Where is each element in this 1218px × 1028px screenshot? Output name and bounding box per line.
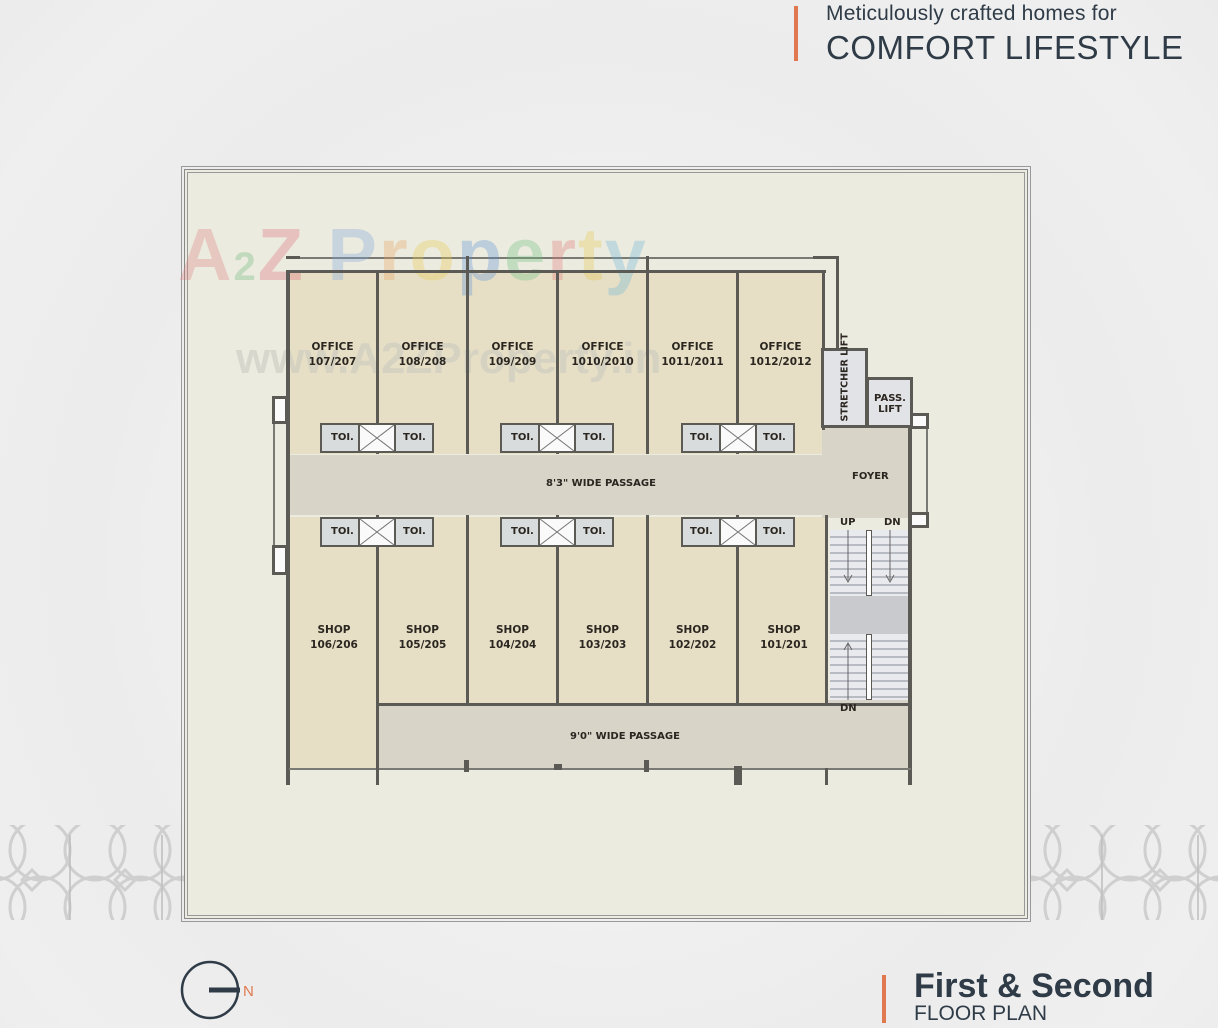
side-column — [272, 545, 288, 575]
shop-room[interactable] — [289, 517, 376, 769]
decorative-pattern-left — [0, 825, 184, 920]
shop-room[interactable] — [739, 517, 826, 704]
accent-bar — [794, 6, 798, 61]
side-column — [909, 512, 929, 528]
wall — [273, 424, 275, 545]
stair-arrow-icon — [843, 530, 853, 584]
partition-wall — [376, 272, 379, 454]
partition-wall — [556, 515, 559, 705]
tagline-headline: COMFORT LIFESTYLE — [826, 29, 1184, 66]
shaft-duct — [719, 517, 757, 547]
toilet[interactable]: TOI. — [500, 517, 540, 547]
foyer-label: FOYER — [852, 471, 889, 482]
side-column — [272, 396, 288, 424]
upper-passage[interactable] — [289, 455, 911, 515]
lower-passage[interactable] — [379, 705, 911, 769]
partition-wall — [646, 515, 649, 705]
stair-handrail — [866, 634, 872, 700]
shop-room[interactable] — [649, 517, 736, 704]
shop-room[interactable] — [559, 517, 646, 704]
partition-wall — [466, 256, 469, 454]
wall — [926, 429, 928, 512]
stair-up-label: UP — [840, 517, 856, 528]
toilet[interactable]: TOI. — [755, 517, 795, 547]
staircase-landing — [830, 596, 908, 634]
wall — [289, 768, 911, 770]
floor-plan-title: First & Second — [914, 967, 1154, 1005]
partition-wall — [466, 515, 469, 705]
column — [554, 764, 562, 770]
partition-wall — [646, 256, 649, 454]
wall — [825, 515, 828, 705]
column — [734, 766, 742, 785]
corner-column — [286, 256, 300, 259]
toilet[interactable]: TOI. — [681, 517, 721, 547]
shaft-duct — [538, 423, 576, 453]
passenger-lift-label: PASS.LIFT — [874, 393, 906, 415]
wall — [376, 703, 911, 706]
watermark-url: www.A2ZProperty.in — [236, 334, 662, 383]
shaft-duct — [358, 423, 396, 453]
stair-arrow-icon — [843, 641, 853, 700]
wall — [376, 515, 379, 785]
wall — [286, 270, 826, 273]
wall — [908, 415, 912, 785]
stair-arrow-icon — [885, 530, 895, 584]
watermark-brand: A2Z Property — [178, 213, 648, 296]
toilet[interactable]: TOI. — [500, 423, 540, 453]
foyer[interactable] — [822, 428, 911, 518]
wall — [286, 270, 290, 785]
shaft-duct — [358, 517, 396, 547]
toilet[interactable]: TOI. — [320, 423, 360, 453]
toilet[interactable]: TOI. — [320, 517, 360, 547]
column — [464, 760, 469, 772]
toilet[interactable]: TOI. — [394, 423, 434, 453]
floor-plan-subtitle: FLOOR PLAN — [914, 1002, 1048, 1025]
stretcher-lift[interactable]: STRETCHER LIFT — [821, 333, 868, 428]
toilet[interactable]: TOI. — [681, 423, 721, 453]
wall — [813, 256, 839, 259]
stretcher-lift-label: STRETCHER LIFT — [839, 333, 851, 422]
toilet[interactable]: TOI. — [394, 517, 434, 547]
wall — [825, 768, 828, 785]
decorative-pattern-right — [1030, 825, 1218, 920]
column — [644, 760, 649, 772]
shaft-duct — [719, 423, 757, 453]
partition-wall — [736, 272, 739, 454]
partition-wall — [556, 272, 559, 454]
shop-room[interactable] — [469, 517, 556, 704]
north-label: N — [243, 983, 254, 1000]
stair-handrail — [866, 530, 872, 596]
toilet[interactable]: TOI. — [755, 423, 795, 453]
partition-wall — [736, 515, 739, 705]
toilet[interactable]: TOI. — [574, 423, 614, 453]
stair-down-label: DN — [884, 517, 901, 528]
passenger-lift[interactable]: PASS.LIFT — [866, 377, 913, 428]
toilet[interactable]: TOI. — [574, 517, 614, 547]
shop-room[interactable] — [379, 517, 466, 704]
north-compass-icon — [180, 960, 240, 1020]
wall — [836, 256, 839, 350]
shaft-duct — [538, 517, 576, 547]
building-balcony-top — [288, 257, 836, 259]
stair-down-label: DN — [840, 703, 857, 714]
lower-passage-label: 9'0" WIDE PASSAGE — [570, 731, 680, 742]
tagline: Meticulously crafted homes for — [826, 2, 1117, 25]
upper-passage-label: 8'3" WIDE PASSAGE — [546, 478, 656, 489]
accent-bar — [882, 975, 886, 1023]
